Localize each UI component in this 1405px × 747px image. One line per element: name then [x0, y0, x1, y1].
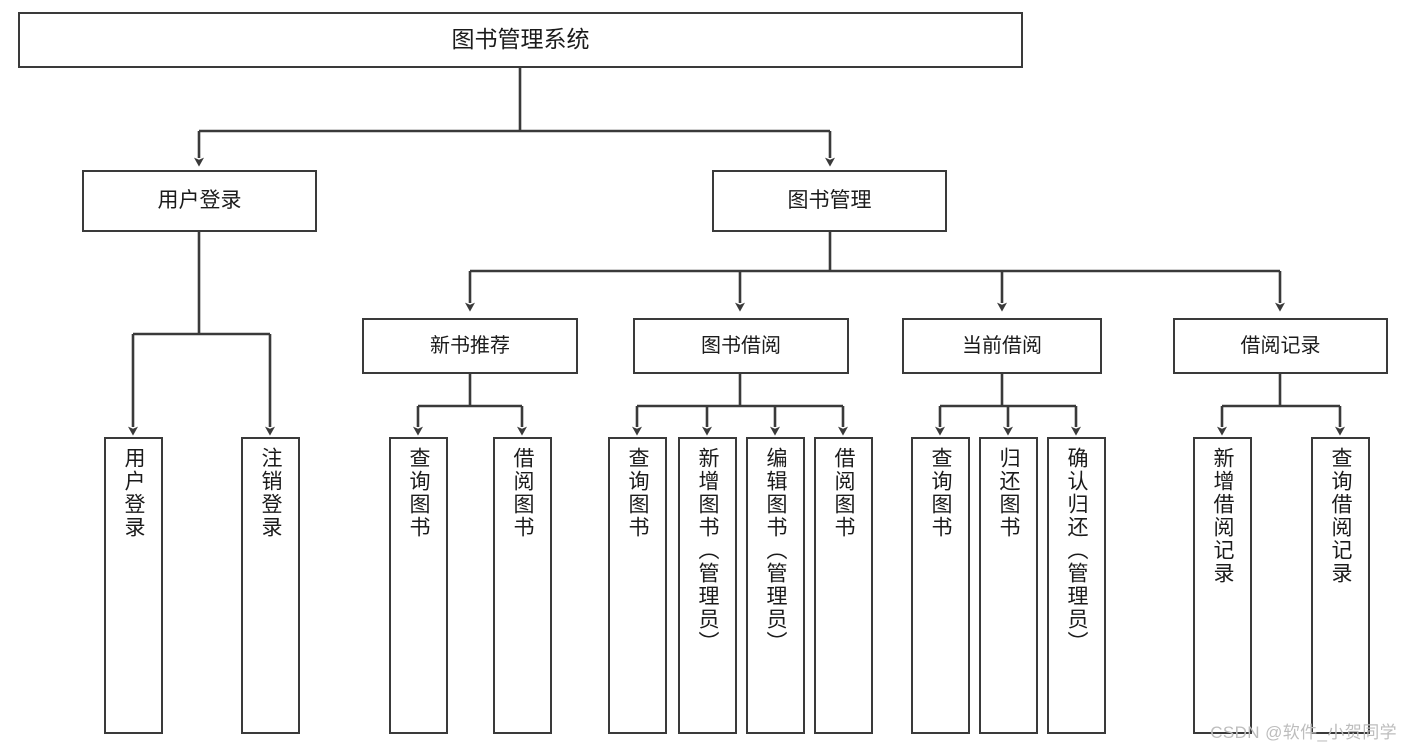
node-label: 用户登录: [122, 447, 145, 539]
node-label: 新增图书（管理员）: [696, 447, 719, 654]
leaf-record-add-record[interactable]: 新增借阅记录: [1193, 437, 1252, 734]
leaf-current-return-book[interactable]: 归还图书: [979, 437, 1038, 734]
node-label: 图书管理系统: [451, 26, 590, 53]
leaf-borrow-add-book-admin[interactable]: 新增图书（管理员）: [678, 437, 737, 734]
node-label: 注销登录: [259, 447, 282, 539]
node-label: 新增借阅记录: [1211, 447, 1234, 585]
node-borrow-record[interactable]: 借阅记录: [1173, 318, 1388, 374]
node-label: 归还图书: [997, 447, 1020, 539]
node-new-book-recommend[interactable]: 新书推荐: [362, 318, 578, 374]
leaf-recommend-query-book[interactable]: 查询图书: [389, 437, 448, 734]
leaf-record-query-record[interactable]: 查询借阅记录: [1311, 437, 1370, 734]
node-label: 图书管理: [787, 189, 872, 213]
leaf-user-login-login[interactable]: 用户登录: [104, 437, 163, 734]
node-label: 借阅图书: [511, 447, 534, 539]
leaf-user-login-logout[interactable]: 注销登录: [241, 437, 300, 734]
node-label: 查询借阅记录: [1329, 447, 1352, 585]
node-label: 用户登录: [157, 189, 242, 213]
node-label: 借阅图书: [832, 447, 855, 539]
leaf-current-query-book[interactable]: 查询图书: [911, 437, 970, 734]
leaf-current-confirm-return-admin[interactable]: 确认归还（管理员）: [1047, 437, 1106, 734]
node-label: 查询图书: [929, 447, 952, 539]
leaf-borrow-borrow-book[interactable]: 借阅图书: [814, 437, 873, 734]
node-book-borrow[interactable]: 图书借阅: [633, 318, 849, 374]
node-book-management[interactable]: 图书管理: [712, 170, 947, 232]
node-root-system[interactable]: 图书管理系统: [18, 12, 1023, 68]
node-current-borrow[interactable]: 当前借阅: [902, 318, 1102, 374]
leaf-borrow-query-book[interactable]: 查询图书: [608, 437, 667, 734]
node-label: 当前借阅: [962, 334, 1042, 357]
node-label: 借阅记录: [1240, 334, 1321, 357]
node-label: 查询图书: [407, 447, 430, 539]
node-label: 查询图书: [626, 447, 649, 539]
node-label: 图书借阅: [701, 334, 781, 357]
node-label: 确认归还（管理员）: [1065, 447, 1088, 654]
leaf-borrow-edit-book-admin[interactable]: 编辑图书（管理员）: [746, 437, 805, 734]
node-label: 编辑图书（管理员）: [764, 447, 787, 654]
leaf-recommend-borrow-book[interactable]: 借阅图书: [493, 437, 552, 734]
node-label: 新书推荐: [430, 334, 510, 357]
csdn-watermark: CSDN @软件_小贺同学: [1210, 723, 1397, 742]
node-user-login[interactable]: 用户登录: [82, 170, 317, 232]
